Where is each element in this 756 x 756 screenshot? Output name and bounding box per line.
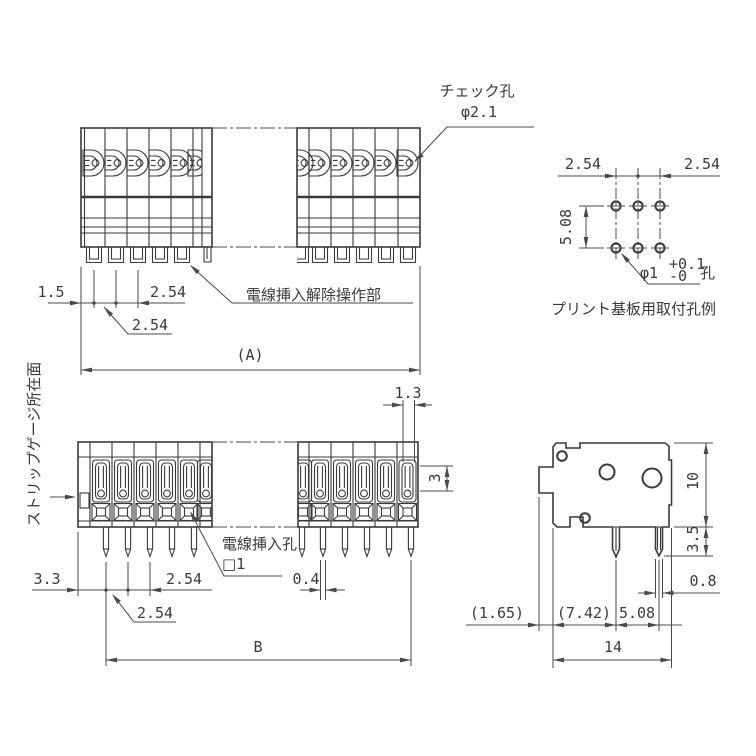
hole-pattern-dimensions: 2.54 2.54 5.08 φ1 +0.1 -0 孔 プリント基板用取付孔例 bbox=[551, 155, 720, 318]
pcb-hole-pattern: 2.54 2.54 5.08 φ1 +0.1 -0 孔 プリント基板用取付孔例 bbox=[551, 155, 720, 318]
hole-tol-lower: -0 bbox=[669, 267, 687, 285]
dim-pitch-bottom-a: 2.54 bbox=[166, 570, 202, 588]
dim-pitch-top-a: 2.54 bbox=[150, 283, 186, 301]
dim-3-5: 3.5 bbox=[684, 525, 702, 552]
front-view-right-block bbox=[296, 127, 421, 264]
dim-1-5: 1.5 bbox=[37, 283, 64, 301]
check-hole-label: チェック孔 bbox=[439, 82, 514, 100]
side-view: 10 3.5 0.8 (1.65) (7.42) 5.08 14 bbox=[466, 442, 720, 668]
hole-center-lines bbox=[615, 168, 661, 262]
top-view-left-block bbox=[77, 441, 213, 558]
side-view-outline bbox=[538, 442, 673, 559]
check-hole-dia: φ2.1 bbox=[461, 103, 497, 121]
mounting-holes bbox=[607, 200, 669, 254]
top-view: ストリップゲージ所在面 1.3 3 3.3 2.54 2.54 bbox=[25, 362, 453, 666]
pins-right bbox=[298, 526, 415, 558]
dim-1-3: 1.3 bbox=[394, 384, 421, 402]
dim-5-08: 5.08 bbox=[619, 604, 655, 622]
dim-overall-A: (A) bbox=[236, 346, 263, 364]
pins-left bbox=[102, 526, 198, 558]
check-holes-left bbox=[82, 149, 203, 177]
wire-hole-size: □1 bbox=[222, 555, 246, 573]
lever-slots-left bbox=[91, 459, 212, 522]
solder-tabs-right bbox=[297, 246, 417, 264]
strip-gauge-label: ストリップゲージ所在面 bbox=[25, 362, 43, 527]
top-view-dimensions: ストリップゲージ所在面 1.3 3 3.3 2.54 2.54 bbox=[25, 362, 453, 666]
dim-14: 14 bbox=[604, 638, 622, 656]
solder-tabs-left bbox=[85, 246, 212, 264]
check-holes-right bbox=[297, 149, 419, 177]
dim-hole-pitch-left: 2.54 bbox=[565, 155, 601, 173]
hole-tol-upper: +0.1 bbox=[669, 255, 705, 273]
front-view-left-block bbox=[80, 127, 213, 264]
dim-10: 10 bbox=[684, 472, 702, 490]
hole-suffix: 孔 bbox=[700, 264, 715, 282]
dim-7-42: (7.42) bbox=[557, 604, 611, 622]
dim-pitch-bottom-b: 2.54 bbox=[137, 604, 173, 622]
dim-slot-3: 3 bbox=[426, 473, 444, 482]
release-label: 電線挿入解除操作部 bbox=[246, 286, 381, 304]
side-pins-detail bbox=[612, 526, 663, 551]
wire-hole-label: 電線挿入孔 bbox=[222, 535, 297, 553]
break-lines-bottom bbox=[212, 441, 298, 528]
dim-hole-pitch-vert: 5.08 bbox=[557, 209, 575, 245]
top-view-right-block bbox=[297, 441, 419, 558]
side-view-dimensions: 10 3.5 0.8 (1.65) (7.42) 5.08 14 bbox=[466, 442, 720, 668]
lever-slots-right bbox=[298, 459, 418, 522]
hole-pattern-caption: プリント基板用取付孔例 bbox=[551, 300, 716, 318]
dim-pitch-top-b: 2.54 bbox=[132, 316, 168, 334]
front-view-dimensions: 1.5 2.54 2.54 (A) 電線挿入解除操作部 チェック孔 φ2.1 bbox=[37, 82, 534, 375]
dim-3-3: 3.3 bbox=[33, 570, 60, 588]
front-view: 1.5 2.54 2.54 (A) 電線挿入解除操作部 チェック孔 φ2.1 bbox=[37, 82, 534, 375]
dim-0-8: 0.8 bbox=[689, 572, 716, 590]
break-lines-top bbox=[212, 127, 297, 248]
dim-1-65: (1.65) bbox=[470, 604, 524, 622]
dim-overall-B: B bbox=[253, 638, 262, 656]
hole-dia-label: φ1 bbox=[640, 264, 658, 282]
side-view-holes bbox=[556, 450, 663, 524]
dim-hole-pitch-right: 2.54 bbox=[684, 155, 720, 173]
dim-0-4: 0.4 bbox=[292, 570, 319, 588]
